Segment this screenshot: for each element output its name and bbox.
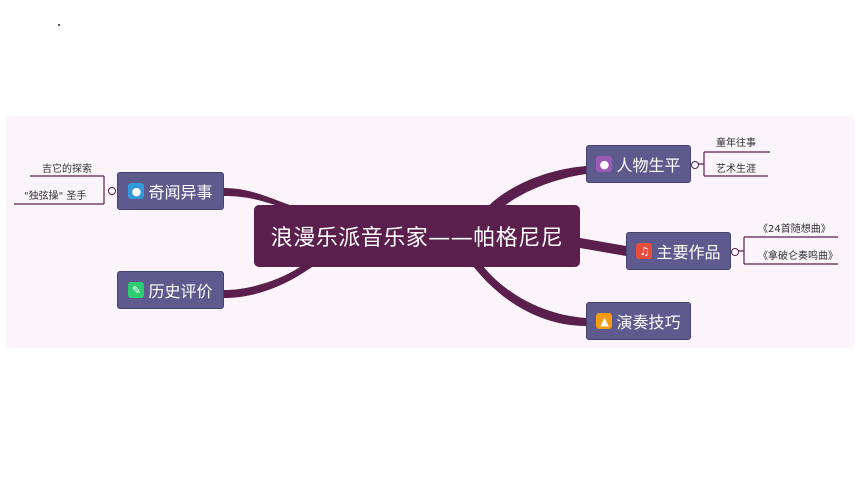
- collapse-handle-life[interactable]: [691, 161, 699, 169]
- link-evaluation: [224, 267, 312, 298]
- users-icon: ●: [128, 183, 145, 199]
- collapse-handle-anecdotes[interactable]: [108, 187, 116, 195]
- branch-works[interactable]: ♫ 主要作品: [626, 232, 731, 270]
- stray-dot: [58, 24, 60, 26]
- person-icon: ●: [596, 156, 613, 172]
- leaf-anecdotes-1[interactable]: 吉它的探索: [42, 164, 92, 175]
- link-works: [580, 238, 626, 256]
- link-technique: [470, 262, 586, 326]
- central-topic[interactable]: 浪漫乐派音乐家——帕格尼尼: [254, 205, 580, 267]
- branch-life[interactable]: ● 人物生平: [586, 145, 691, 183]
- leaf-link-works: [736, 236, 838, 265]
- leaf-anecdotes-2[interactable]: "独弦操" 圣手: [24, 191, 87, 202]
- leaf-life-2[interactable]: 艺术生涯: [716, 164, 756, 175]
- leaf-works-1[interactable]: 《24首随想曲》: [758, 224, 831, 235]
- branch-life-label: 人物生平: [616, 156, 681, 175]
- branch-evaluation[interactable]: ✎ 历史评价: [117, 271, 224, 309]
- branch-technique-label: 演奏技巧: [616, 313, 681, 332]
- branch-works-label: 主要作品: [656, 243, 721, 262]
- pencil-icon: ✎: [128, 282, 145, 298]
- leaf-works-2[interactable]: 《拿破仑奏鸣曲》: [758, 251, 838, 262]
- collapse-handle-works[interactable]: [731, 248, 739, 256]
- link-life: [480, 166, 586, 215]
- music-note-icon: ♫: [636, 243, 653, 259]
- branch-anecdotes-label: 奇闻异事: [148, 183, 213, 202]
- branch-evaluation-label: 历史评价: [148, 282, 213, 301]
- thumbs-up-icon: ▲: [596, 313, 613, 329]
- link-anecdotes: [224, 188, 290, 205]
- leaf-life-1[interactable]: 童年往事: [716, 138, 756, 149]
- leaf-link-life: [698, 151, 770, 177]
- branch-technique[interactable]: ▲ 演奏技巧: [586, 302, 691, 340]
- branch-anecdotes[interactable]: ● 奇闻异事: [117, 172, 224, 210]
